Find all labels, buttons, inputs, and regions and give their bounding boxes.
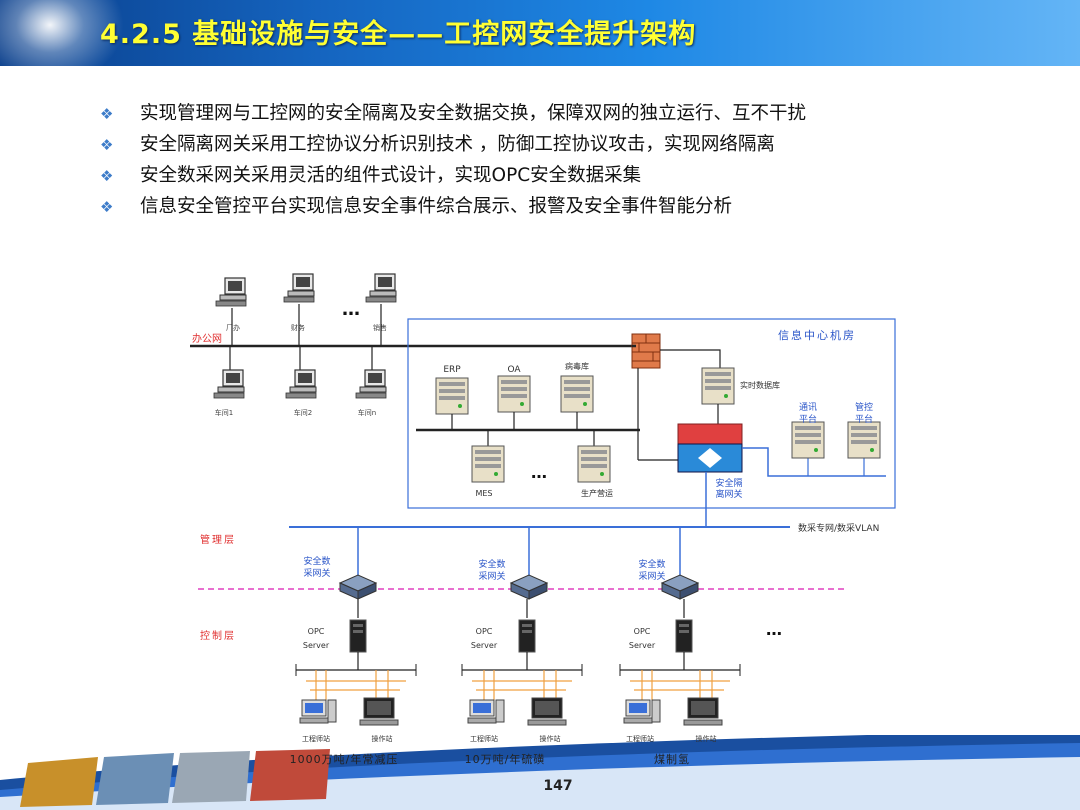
collector-gateway-icon (339, 574, 377, 600)
pc-label: 车间n (358, 408, 376, 417)
datacenter-label: 信息中心机房 (778, 328, 856, 342)
bullet-item: ❖ 信息安全管控平台实现信息安全事件综合展示、报警及安全事件智能分析 (100, 191, 806, 222)
server-label: 病毒库 (565, 361, 589, 371)
office-pc-icon (283, 273, 315, 303)
erp-server-icon (435, 377, 469, 415)
workshop-pc-icon (355, 369, 387, 399)
plant-label: 1000万吨/年常减压 (290, 752, 399, 766)
platform-label: 管控平台 (855, 401, 873, 425)
operator-station-icon (359, 697, 399, 726)
ellipsis: … (531, 463, 547, 482)
light-flare (0, 0, 130, 90)
server-label: 实时数据库 (740, 380, 780, 390)
bullet-text: 安全隔离网关采用工控协议分析识别技术 ，防御工控协议攻击，实现网络隔离 (140, 134, 775, 155)
bullet-item: ❖ 安全数采网关采用灵活的组件式设计，实现OPC安全数据采集 (100, 160, 806, 191)
operator-station-icon (527, 697, 567, 726)
station-label: 工程师站 (302, 734, 330, 743)
opc-server-icon (349, 619, 367, 653)
oa-server-icon (497, 375, 531, 413)
datacenter-box (407, 318, 896, 509)
control-layer-label: 控制层 (200, 629, 236, 642)
office-pc-icon (365, 273, 397, 303)
collector-gateway-icon (661, 574, 699, 600)
operator-station-icon (683, 697, 723, 726)
mes-server-icon (471, 445, 505, 483)
isolation-gateway-icon (677, 423, 743, 473)
ellipsis: … (342, 299, 360, 320)
diamond-bullet-icon: ❖ (100, 105, 114, 123)
page-number: 147 (543, 778, 573, 794)
engineer-station-icon (467, 699, 505, 724)
diamond-bullet-icon: ❖ (100, 136, 114, 154)
server-label: OA (507, 365, 521, 375)
workshop-pc-icon (213, 369, 245, 399)
office-net-label: 办公网 (192, 332, 222, 345)
isolation-gateway-label: 安全隔离网关 (715, 477, 742, 500)
bullet-list: ❖ 实现管理网与工控网的安全隔离及安全数据交换，保障双网的独立运行、互不干扰 ❖ 安… (100, 98, 806, 222)
platform-label: 通讯平台 (799, 402, 817, 425)
engineer-station-icon (623, 699, 661, 724)
firewall-icon (631, 333, 661, 369)
pc-label: 车间1 (215, 408, 233, 417)
plant-label: 煤制氢 (654, 752, 690, 766)
rtdb-server-icon (701, 367, 735, 405)
workshop-pc-icon (285, 369, 317, 399)
pc-label: 财务 (291, 323, 305, 332)
office-network: … 厂办 财务 销售 办公网 车间1 车间2 车间n (190, 273, 636, 417)
title-banner: 4.2.5 基础设施与安全——工控网安全提升架构 (0, 0, 1080, 90)
station-label: 操作站 (540, 734, 561, 743)
bullet-text: 实现管理网与工控网的安全隔离及安全数据交换，保障双网的独立运行、互不干扰 (140, 103, 807, 124)
page-title: 4.2.5 基础设施与安全——工控网安全提升架构 (100, 19, 697, 50)
collector-gw-label: 安全数采网关 (303, 555, 330, 579)
collector-gateway-icon (510, 574, 548, 600)
office-pc-icon (215, 277, 247, 307)
station-label: 工程师站 (626, 734, 654, 743)
bullet-text: 信息安全管控平台实现信息安全事件综合展示、报警及安全事件智能分析 (140, 196, 733, 217)
opc-server-icon (518, 619, 536, 653)
bullet-text: 安全数采网关采用灵活的组件式设计，实现OPC安全数据采集 (140, 165, 642, 186)
server-label: 生产营运 (581, 488, 613, 498)
mgmt-layer-label: 管理层 (200, 533, 236, 546)
station-label: 操作站 (372, 734, 393, 743)
pc-label: 厂办 (226, 323, 240, 332)
mgmt-platform-icon (847, 421, 881, 459)
pc-label: 销售 (373, 323, 387, 332)
vlan-label: 数采专网/数采VLAN (798, 522, 879, 534)
pc-label: 车间2 (294, 408, 312, 417)
diamond-bullet-icon: ❖ (100, 198, 114, 216)
opc-server-icon (675, 619, 693, 653)
comm-platform-icon (791, 421, 825, 459)
bullet-item: ❖ 安全隔离网关采用工控协议分析识别技术 ，防御工控协议攻击，实现网络隔离 (100, 129, 806, 160)
industrial-photo-strip (20, 749, 330, 807)
ellipsis: … (766, 620, 782, 639)
plant-label: 10万吨/年硫磺 (465, 752, 546, 766)
engineer-station-icon (299, 699, 337, 724)
server-label: MES (475, 489, 492, 498)
virus-server-icon (560, 375, 594, 413)
footer-decoration (0, 735, 1080, 810)
station-label: 操作站 (696, 734, 717, 743)
station-label: 工程师站 (470, 734, 498, 743)
bullet-item: ❖ 实现管理网与工控网的安全隔离及安全数据交换，保障双网的独立运行、互不干扰 (100, 98, 806, 129)
diamond-bullet-icon: ❖ (100, 167, 114, 185)
server-label: ERP (443, 365, 461, 375)
collector-gw-label: 安全数采网关 (638, 558, 665, 582)
production-server-icon (577, 445, 611, 483)
collector-gw-label: 安全数采网关 (478, 558, 505, 582)
